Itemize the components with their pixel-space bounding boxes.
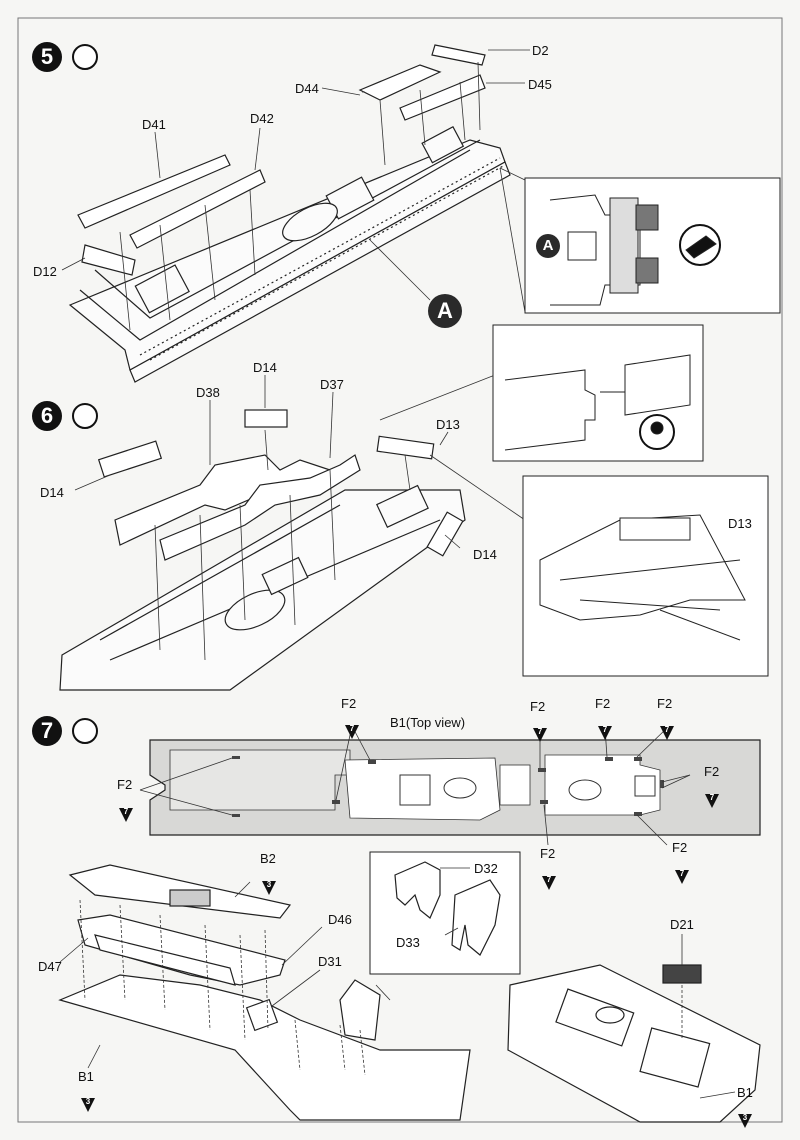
label-d47: D47 <box>38 959 62 974</box>
callout-a: A <box>428 294 462 328</box>
f2-ref-triangle: 7 <box>533 727 547 742</box>
f2-ref-triangle: 7 <box>705 793 719 808</box>
step5-parts <box>77 44 486 276</box>
label-d38: D38 <box>196 385 220 400</box>
f2-ref-triangle: 7 <box>345 724 359 739</box>
b2-ref-triangle: 3 <box>262 880 276 895</box>
step6-hull <box>59 484 466 691</box>
detail-step6-top-art <box>504 354 691 451</box>
d21-leaders <box>681 934 736 1099</box>
f2-ref-triangle: 7 <box>660 725 674 740</box>
b1-ref-number: 3 <box>85 1097 91 1106</box>
label-d32: D32 <box>474 861 498 876</box>
step5-guides <box>119 61 526 331</box>
f2-ref-triangle: 7 <box>675 869 689 884</box>
detail-a-art <box>549 194 721 306</box>
label-f2: F2 <box>672 840 688 855</box>
d32-d33-art <box>394 861 501 956</box>
step7-guides <box>79 899 366 1076</box>
label-d21: D21 <box>670 917 694 932</box>
step5-leaders <box>61 49 530 271</box>
label-d13-detail: D13 <box>728 516 752 531</box>
f2-ref-triangle: 7 <box>598 725 612 740</box>
f2-ref-number: 7 <box>537 727 543 736</box>
label-b1-top-view: B1(Top view) <box>390 715 466 730</box>
glue-icon <box>72 44 98 70</box>
label-f2: F2 <box>704 764 720 779</box>
label-d14-right: D14 <box>473 547 497 562</box>
label-f2: F2 <box>657 696 673 711</box>
f2-ref-number: 7 <box>123 807 129 816</box>
step7-b2-assembly <box>58 864 471 1121</box>
label-d42: D42 <box>250 111 274 126</box>
label-f2: F2 <box>595 696 611 711</box>
label-d12: D12 <box>33 264 57 279</box>
label-d2: D2 <box>532 43 549 58</box>
f2-ref-number: 7 <box>709 793 715 802</box>
page-border <box>17 17 783 1123</box>
f2-ref-number: 7 <box>602 725 608 734</box>
label-f2: F2 <box>117 777 133 792</box>
step-7-badge: 7 <box>32 716 62 746</box>
label-f2: F2 <box>530 699 546 714</box>
f2-ref-number: 7 <box>679 869 685 878</box>
glue-icon <box>72 718 98 744</box>
step6-parts <box>97 409 464 561</box>
label-d45: D45 <box>528 77 552 92</box>
glue-icon <box>72 403 98 429</box>
detail-step6-bottom-art <box>539 514 746 641</box>
step-5-badge: 5 <box>32 42 62 72</box>
f2-marks <box>232 756 664 817</box>
f2-ref-number: 7 <box>349 724 355 733</box>
label-d37: D37 <box>320 377 344 392</box>
f2-ref-number: 7 <box>664 725 670 734</box>
label-f2: F2 <box>540 846 556 861</box>
label-d44: D44 <box>295 81 319 96</box>
step7-d21-assembly <box>507 964 761 1123</box>
label-d14-top: D14 <box>253 360 277 375</box>
step7-leaders <box>59 881 391 1069</box>
step6-guides <box>154 374 526 661</box>
d32-d33-leaders <box>440 867 470 936</box>
b1-ref-triangle: 3 <box>81 1097 95 1112</box>
label-d14-left: D14 <box>40 485 64 500</box>
step-6-badge: 6 <box>32 401 62 431</box>
b2-ref-number: 3 <box>266 880 272 889</box>
label-d31: D31 <box>318 954 342 969</box>
label-d13: D13 <box>436 417 460 432</box>
f2-ref-triangle: 7 <box>542 875 556 890</box>
label-d46: D46 <box>328 912 352 927</box>
label-b1-right: B1 <box>737 1085 753 1100</box>
callout-a-detail: A <box>536 234 560 258</box>
label-b1: B1 <box>78 1069 94 1084</box>
b1-ref-triangle: 3 <box>738 1113 752 1128</box>
label-d33: D33 <box>396 935 420 950</box>
f2-ref-number: 7 <box>546 875 552 884</box>
b1-top-view-art <box>149 739 761 836</box>
label-f2: F2 <box>341 696 357 711</box>
label-b2: B2 <box>260 851 276 866</box>
label-d41: D41 <box>142 117 166 132</box>
step5-hull <box>68 125 511 383</box>
f2-ref-triangle: 7 <box>119 807 133 822</box>
b1-ref-number: 3 <box>742 1113 748 1122</box>
